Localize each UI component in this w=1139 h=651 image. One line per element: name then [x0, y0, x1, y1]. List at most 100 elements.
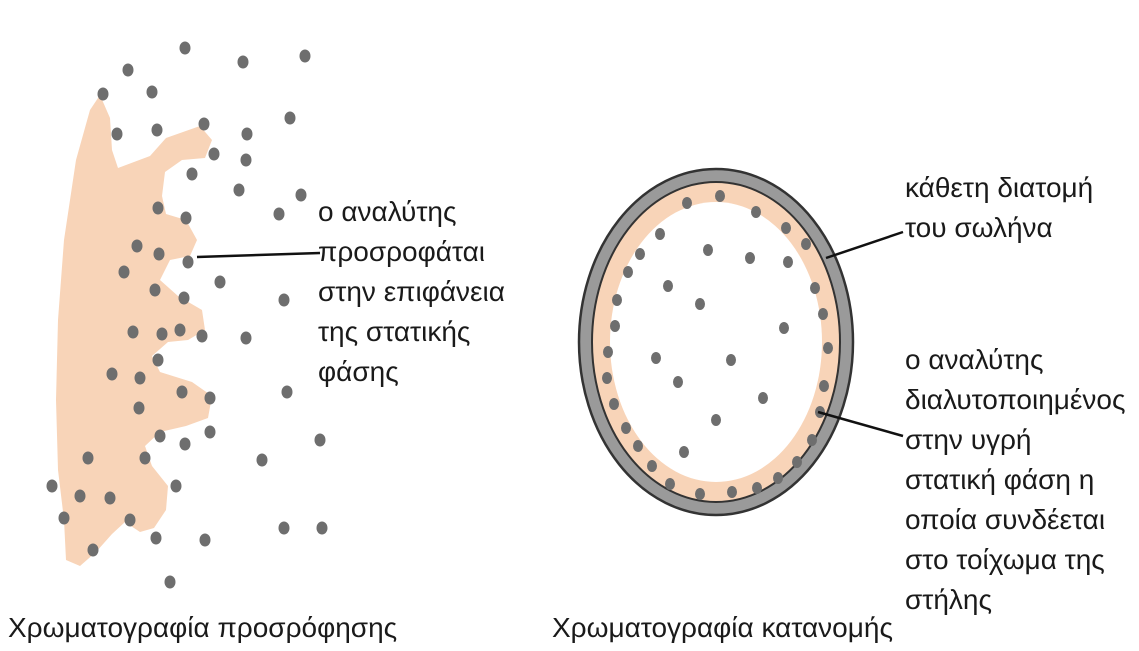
- analyte-dot: [200, 534, 211, 547]
- analyte-dot: [183, 256, 194, 269]
- analyte-dot: [154, 248, 165, 261]
- analyte-dot: [726, 354, 736, 366]
- analyte-dot: [105, 492, 116, 505]
- partition-note-line: οποία συνδέεται: [905, 500, 1125, 540]
- analyte-dot: [180, 42, 191, 55]
- analyte-dot: [823, 342, 833, 354]
- analyte-dot: [317, 522, 328, 535]
- analyte-dot: [153, 354, 164, 367]
- partition-note-line: στατική φάση η: [905, 460, 1125, 500]
- analyte-dot: [783, 256, 793, 268]
- cross-section-note-line: του σωλήνα: [905, 208, 1093, 248]
- analyte-dot: [647, 460, 657, 472]
- analyte-dot: [703, 244, 713, 256]
- analyte-dot: [177, 386, 188, 399]
- analyte-dot: [47, 480, 58, 493]
- analyte-dot: [152, 124, 163, 137]
- analyte-dot: [300, 50, 311, 63]
- analyte-dot: [209, 148, 220, 161]
- tube-cross-section: [579, 169, 853, 515]
- adsorption-note-line: στην επιφάνεια: [318, 272, 505, 312]
- analyte-dot: [623, 266, 633, 278]
- analyte-dot: [663, 280, 673, 292]
- analyte-dot: [602, 372, 612, 384]
- analyte-dot: [134, 402, 145, 415]
- analyte-dot: [651, 352, 661, 364]
- analyte-dot: [181, 212, 192, 225]
- cross-section-note-line: κάθετη διατομή: [905, 168, 1093, 208]
- analyte-dot: [140, 452, 151, 465]
- analyte-dot: [285, 112, 296, 125]
- analyte-dot: [197, 330, 208, 343]
- analyte-dot: [818, 308, 828, 320]
- mobile-phase-core: [610, 202, 822, 482]
- analyte-dot: [665, 478, 675, 490]
- analyte-dot: [282, 386, 293, 399]
- analyte-dot: [179, 292, 190, 305]
- analyte-dot: [157, 328, 168, 341]
- adsorption-note-line: της στατικής: [318, 312, 505, 352]
- analyte-dot: [155, 430, 166, 443]
- analyte-dot: [107, 368, 118, 381]
- analyte-dot: [165, 576, 176, 589]
- analyte-dot: [279, 522, 290, 535]
- analyte-dot: [83, 452, 94, 465]
- analyte-dot: [241, 332, 252, 345]
- analyte-dot: [758, 392, 768, 404]
- analyte-dot: [819, 380, 829, 392]
- analyte-dot: [715, 190, 725, 202]
- analyte-dot: [773, 472, 783, 484]
- analyte-dot: [128, 326, 139, 339]
- analyte-dot: [98, 88, 109, 101]
- partition-note-line: στο τοίχωμα της: [905, 540, 1125, 580]
- partition-note-line: στήλης: [905, 580, 1125, 620]
- analyte-dot: [59, 512, 70, 525]
- analyte-dot: [727, 486, 737, 498]
- analyte-dot: [215, 276, 226, 289]
- analyte-dot: [153, 202, 164, 215]
- analyte-dot: [147, 86, 158, 99]
- partition-caption: Χρωματογραφία κατανομής: [552, 612, 893, 644]
- analyte-dot: [241, 154, 252, 167]
- analyte-dot: [199, 118, 210, 131]
- analyte-dot: [695, 488, 705, 500]
- analyte-dot: [119, 266, 130, 279]
- partition-note-line: στην υγρή: [905, 420, 1125, 460]
- analyte-dot: [238, 56, 249, 69]
- analyte-dot: [205, 426, 216, 439]
- analyte-dot: [635, 248, 645, 260]
- analyte-dot: [621, 422, 631, 434]
- analyte-dot: [279, 294, 290, 307]
- analyte-dot: [792, 456, 802, 468]
- analyte-dot: [609, 398, 619, 410]
- analyte-dot: [296, 189, 307, 202]
- analyte-dot: [180, 438, 191, 451]
- analyte-dot: [187, 168, 198, 181]
- analyte-dot: [234, 184, 245, 197]
- analyte-dot: [633, 440, 643, 452]
- analyte-dot: [274, 208, 285, 221]
- analyte-dot: [171, 480, 182, 493]
- analyte-dot: [752, 482, 762, 494]
- analyte-dot: [257, 454, 268, 467]
- analyte-dot: [695, 298, 705, 310]
- analyte-dot: [781, 222, 791, 234]
- partition-note: ο αναλύτης διαλυτοποιημένος στην υγρή στ…: [905, 340, 1125, 620]
- analyte-dot: [112, 128, 123, 141]
- analyte-dot: [655, 228, 665, 240]
- adsorption-note-line: ο αναλύτης: [318, 192, 505, 232]
- analyte-dot: [132, 240, 143, 253]
- analyte-dot: [673, 376, 683, 388]
- analyte-dot: [75, 490, 86, 503]
- analyte-dot: [150, 284, 161, 297]
- partition-note-line: διαλυτοποιημένος: [905, 380, 1125, 420]
- adsorption-note: ο αναλύτης προσροφάται στην επιφάνεια τη…: [318, 192, 505, 392]
- analyte-dot: [745, 252, 755, 264]
- analyte-dot: [242, 128, 253, 141]
- cross-section-leader-line: [826, 232, 903, 258]
- analyte-dot: [88, 544, 99, 557]
- analyte-dot: [711, 414, 721, 426]
- analyte-dot: [610, 320, 620, 332]
- analyte-dot: [123, 64, 134, 77]
- analyte-dot: [751, 206, 761, 218]
